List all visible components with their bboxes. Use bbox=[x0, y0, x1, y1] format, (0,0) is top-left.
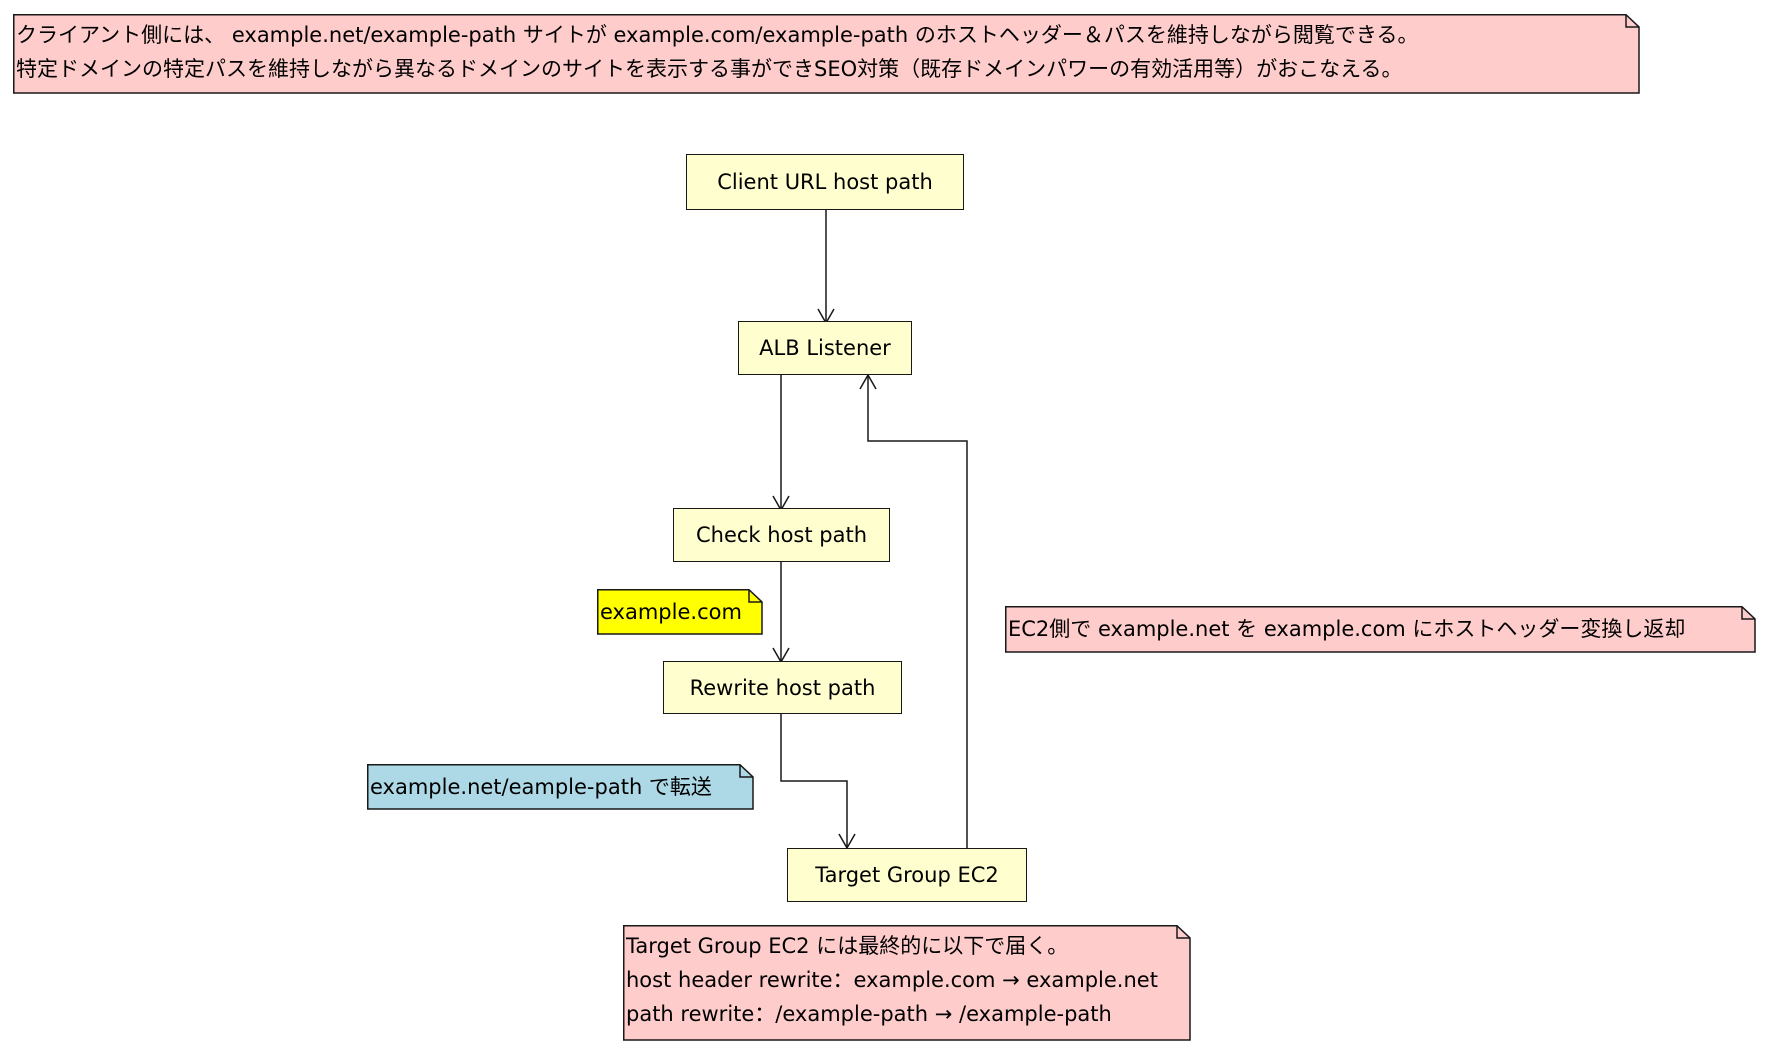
node-alb-listener-label: ALB Listener bbox=[759, 336, 891, 360]
edge-rewrite-to-target bbox=[780, 714, 848, 848]
note-shape bbox=[623, 925, 1191, 1041]
bottom-note-line-1: Target Group EC2 には最終的に以下で届く。 bbox=[626, 934, 1069, 958]
node-check-host-path[interactable]: Check host path bbox=[673, 508, 890, 562]
note-shape bbox=[597, 589, 763, 635]
bottom-note-line-2: host header rewrite：example.com → exampl… bbox=[626, 968, 1158, 992]
edge-target-to-alb bbox=[867, 375, 968, 848]
top-note-line-2: 特定ドメインの特定パスを維持しながら異なるドメインのサイトを表示する事ができSE… bbox=[16, 57, 1403, 81]
node-rewrite-host-path[interactable]: Rewrite host path bbox=[663, 661, 902, 714]
bottom-note-line-3: path rewrite：/example-path → /example-pa… bbox=[626, 1002, 1112, 1026]
note-shape bbox=[1005, 606, 1756, 653]
note-shape bbox=[13, 14, 1640, 94]
node-rewrite-host-path-label: Rewrite host path bbox=[689, 675, 876, 700]
node-client-url[interactable]: Client URL host path bbox=[686, 154, 964, 210]
node-check-host-path-label: Check host path bbox=[695, 523, 868, 547]
arrowhead-target-to-alb bbox=[859, 373, 877, 390]
node-client-url-label: Client URL host path bbox=[717, 170, 933, 194]
node-target-group-ec2[interactable]: Target Group EC2 bbox=[787, 848, 1027, 902]
note-shape bbox=[367, 764, 754, 810]
node-target-group-ec2-label: Target Group EC2 bbox=[815, 863, 999, 887]
rewrite-note-text: example.net/eample-path で転送 bbox=[370, 775, 712, 799]
rewrite-note: example.net/eample-path で転送 bbox=[367, 764, 754, 810]
top-note-line-1: クライアント側には、 example.net/example-path サイトが… bbox=[16, 23, 1419, 47]
top-note: クライアント側には、 example.net/example-path サイトが… bbox=[13, 14, 1640, 94]
check-note: example.com bbox=[597, 589, 763, 635]
ec2-note-text: EC2側で example.net を example.com にホストヘッダー… bbox=[1008, 617, 1686, 641]
bottom-note: Target Group EC2 には最終的に以下で届く。 host heade… bbox=[623, 925, 1191, 1041]
node-alb-listener[interactable]: ALB Listener bbox=[738, 321, 912, 375]
check-note-text: example.com bbox=[600, 600, 742, 624]
ec2-note: EC2側で example.net を example.com にホストヘッダー… bbox=[1005, 606, 1756, 653]
